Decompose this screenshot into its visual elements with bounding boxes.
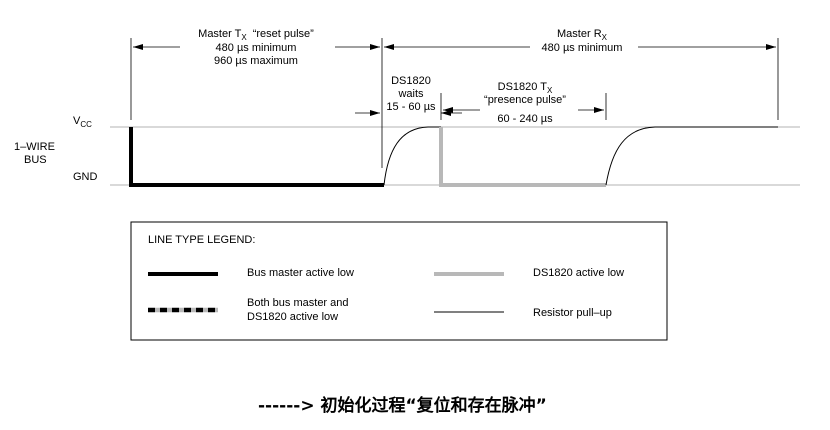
pullup-curve-2 — [605, 126, 778, 186]
master-rx-min: 480 µs minimum — [542, 42, 623, 54]
master-tx-max: 960 µs maximum — [214, 55, 298, 67]
ds-wait-arrowhead-left — [370, 110, 380, 116]
master-rx-title: Master RX — [557, 28, 608, 42]
ds-wait-line2: waits — [397, 88, 424, 100]
master-reset-pulse — [129, 127, 384, 187]
master-tx-arrowhead-right — [370, 44, 380, 50]
legend-pullup-label: Resistor pull–up — [533, 307, 612, 319]
master-tx-arrowhead-left — [133, 44, 143, 50]
ds-tx-duration: 60 - 240 µs — [497, 113, 553, 125]
legend-ds1820-label: DS1820 active low — [533, 267, 624, 279]
pullup-curve-1 — [383, 126, 441, 186]
ds-tx-title: DS1820 TX — [498, 81, 553, 95]
gnd-label: GND — [73, 171, 98, 183]
legend-master-label: Bus master active low — [247, 267, 354, 279]
legend-both-label-1: Both bus master and — [247, 297, 349, 309]
line-type-legend: LINE TYPE LEGEND: Bus master active low … — [130, 221, 668, 341]
caption: ------> 初始化过程“复位和存在脉冲” — [258, 395, 547, 416]
ds-tx-subtitle: “presence pulse” — [484, 94, 566, 106]
master-rx-arrowhead-left — [384, 44, 394, 50]
master-rx-arrowhead-right — [766, 44, 776, 50]
ds-wait-line1: DS1820 — [391, 75, 431, 87]
bus-label-line1: 1–WIRE — [14, 141, 55, 153]
master-tx-title: Master TX“reset pulse” — [198, 28, 314, 42]
ds-wait-line3: 15 - 60 µs — [386, 101, 436, 113]
vcc-label: VCC — [73, 115, 92, 129]
ds1820-presence-pulse — [439, 127, 606, 187]
master-tx-min: 480 µs minimum — [216, 42, 297, 54]
bus-label-line2: BUS — [24, 154, 47, 166]
legend-frame — [130, 221, 668, 341]
legend-both-label-2: DS1820 active low — [247, 311, 338, 323]
ds-tx-arrowhead-right — [594, 107, 604, 113]
ds-tx-arrowhead-left — [443, 107, 453, 113]
legend-title: LINE TYPE LEGEND: — [148, 234, 255, 246]
